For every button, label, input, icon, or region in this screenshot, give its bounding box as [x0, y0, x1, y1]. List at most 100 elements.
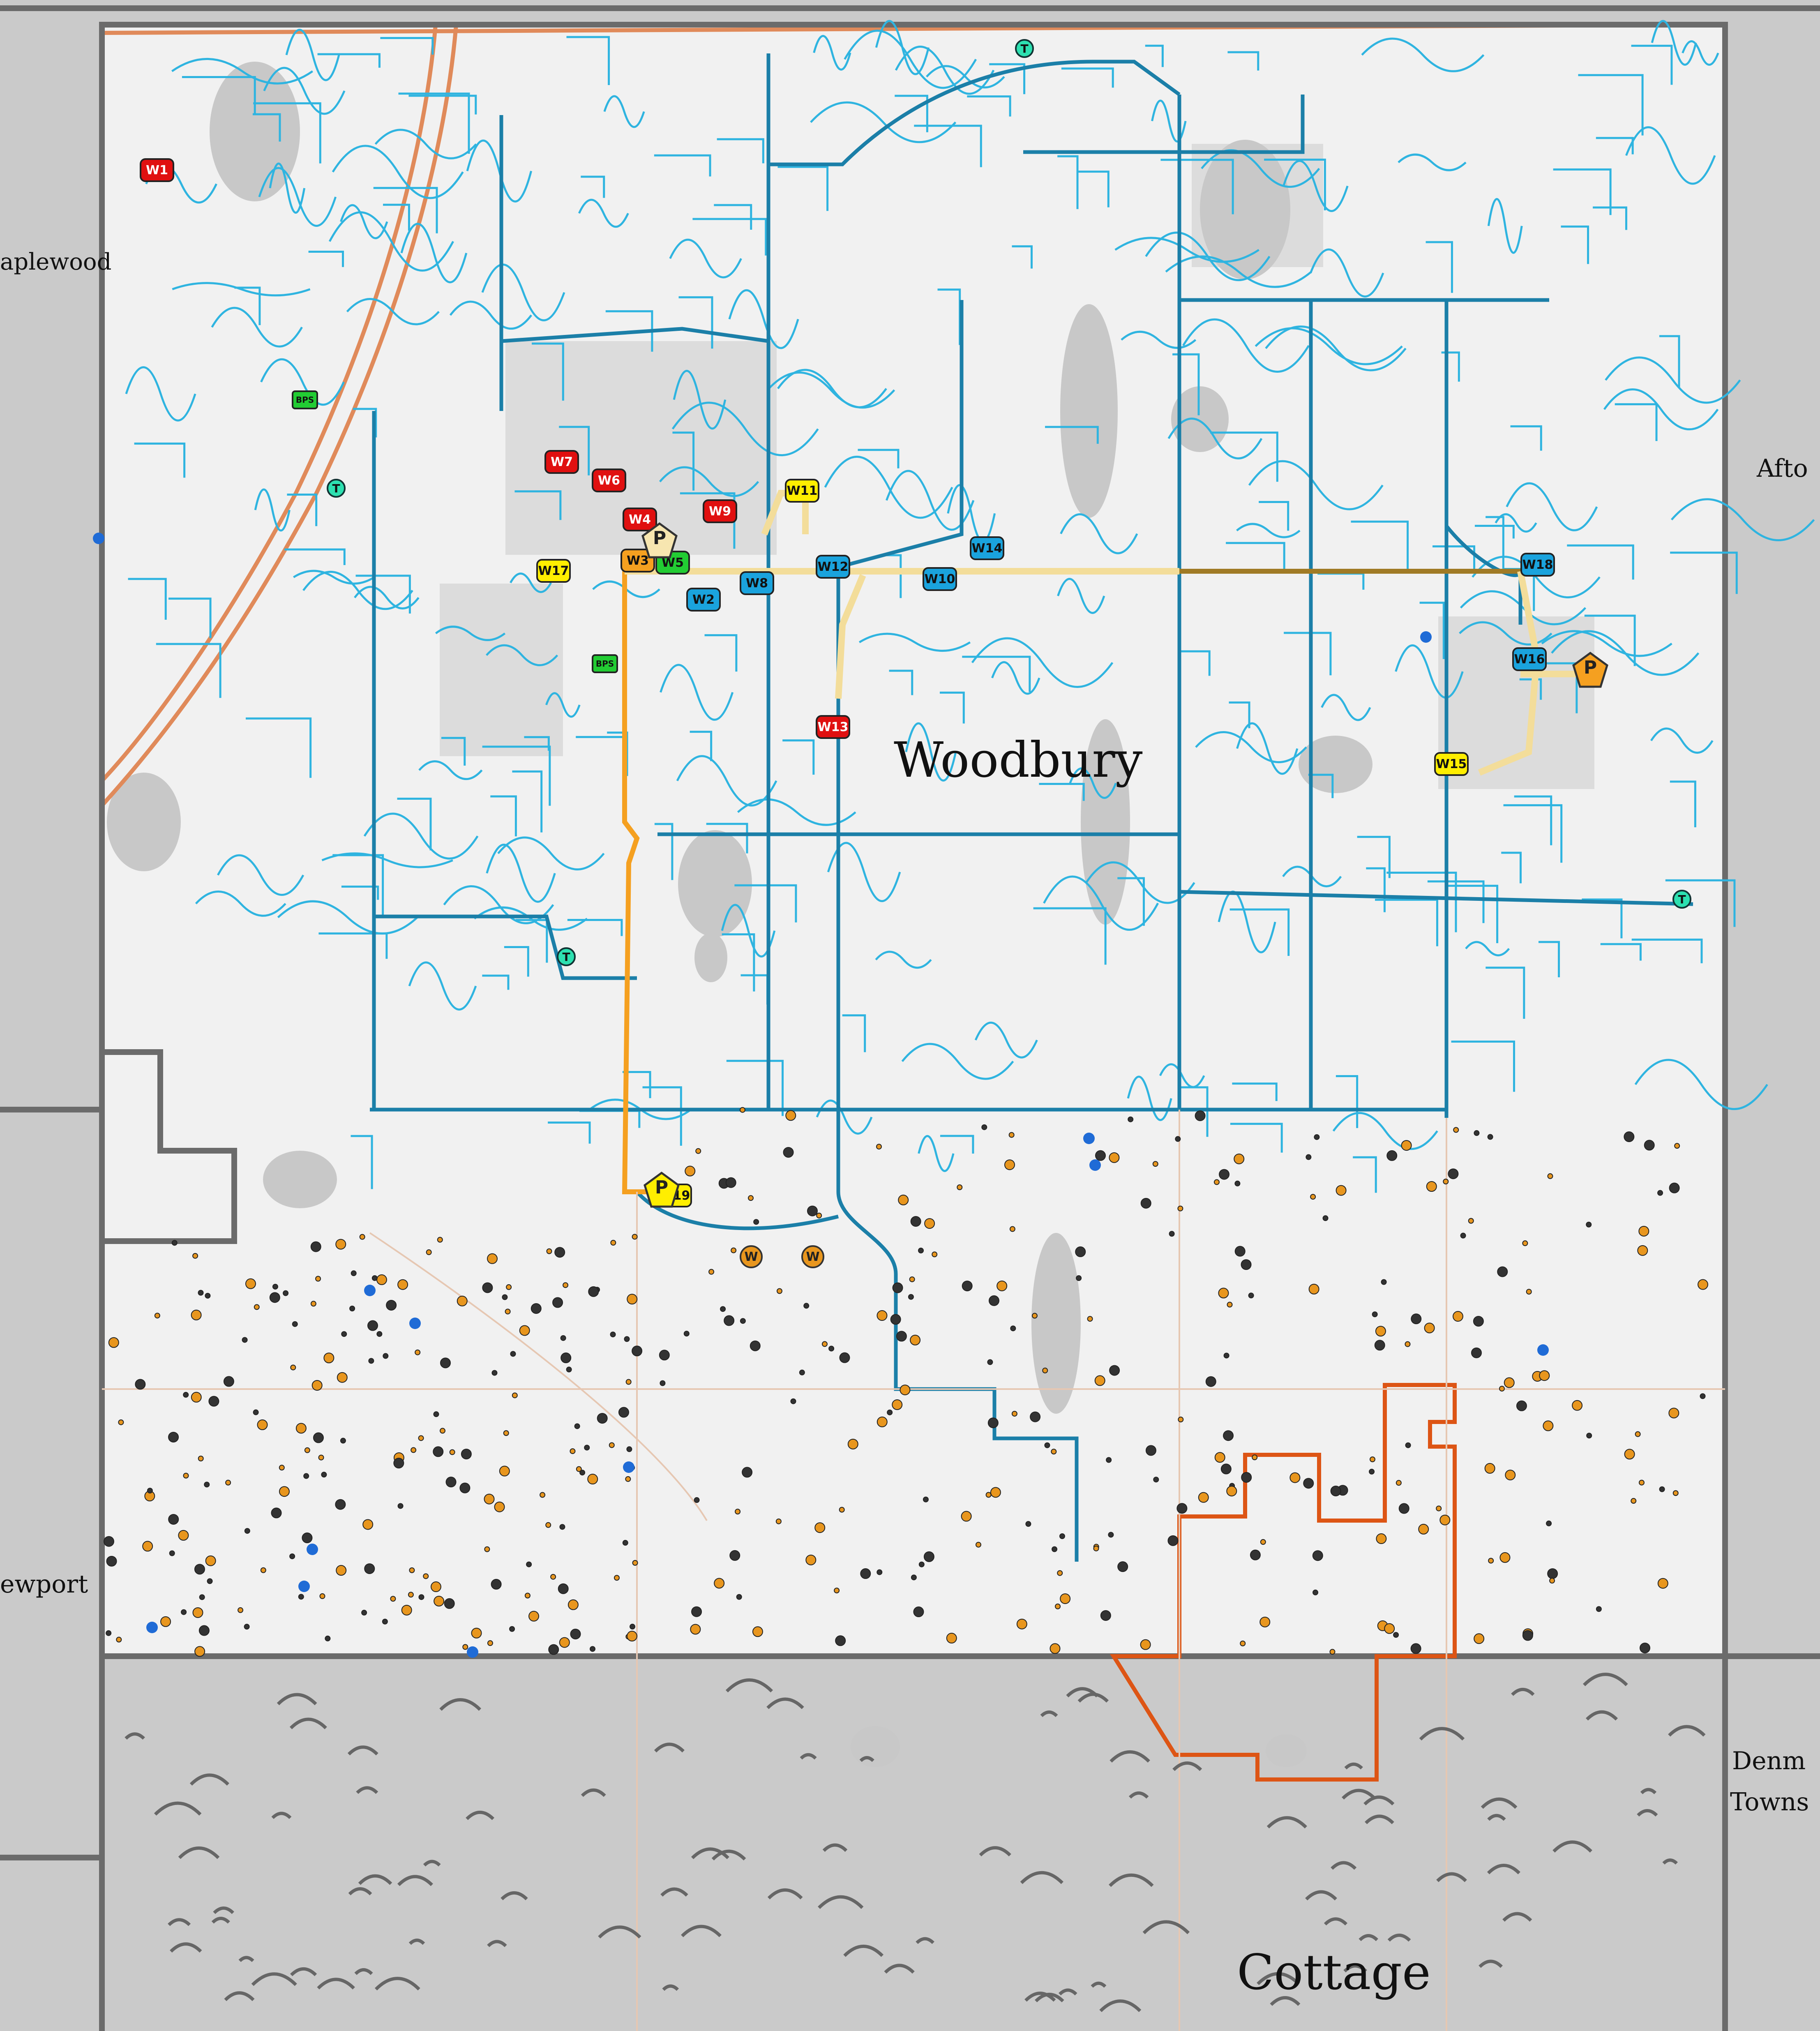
- private-well-dot: [383, 1353, 389, 1359]
- private-well-dot: [1372, 1311, 1378, 1318]
- private-well-dot: [834, 1588, 840, 1594]
- water-main-segment: [1459, 621, 1552, 646]
- well-marker-w13[interactable]: W13: [816, 715, 850, 739]
- well-marker-w9[interactable]: W9: [703, 499, 737, 523]
- private-well-dot: [1393, 1632, 1399, 1638]
- well-marker-w4[interactable]: W4: [623, 508, 657, 531]
- private-well-dot: [1057, 1570, 1063, 1576]
- private-well-dot: [1405, 1442, 1411, 1448]
- private-well-dot: [198, 1455, 204, 1461]
- well-marker-w17[interactable]: W17: [536, 559, 571, 583]
- observation-well-dot: [1420, 631, 1432, 643]
- booster-station-icon[interactable]: BPS: [592, 654, 618, 673]
- water-main-segment: [1519, 678, 1542, 700]
- water-main-segment: [485, 644, 558, 666]
- residential-street: [356, 1786, 378, 1794]
- water-main-segment: [706, 823, 748, 854]
- residential-street: [598, 1925, 641, 1939]
- lake: [1200, 140, 1290, 279]
- well-marker-w12[interactable]: W12: [816, 555, 850, 579]
- private-well-dot: [1473, 1316, 1484, 1327]
- private-well-dot: [587, 1474, 598, 1485]
- well-marker-w8[interactable]: W8: [740, 571, 774, 595]
- water-main-segment: [714, 204, 752, 230]
- water-main-segment: [1670, 780, 1696, 828]
- well-marker-w7[interactable]: W7: [544, 450, 579, 474]
- south-residential: [125, 1673, 1706, 2013]
- private-well-dot: [1674, 1143, 1680, 1149]
- well-marker-w1[interactable]: W1: [140, 158, 174, 182]
- residential-street: [1552, 1840, 1592, 1853]
- private-well-dot: [238, 1607, 244, 1613]
- booster-station-icon[interactable]: BPS: [292, 390, 318, 409]
- private-well-dot: [923, 1496, 929, 1502]
- well-marker-w14[interactable]: W14: [970, 536, 1004, 560]
- private-well-dot: [1504, 1377, 1515, 1388]
- residential-street: [290, 1967, 317, 1976]
- water-main-segment: [252, 113, 281, 142]
- residential-street: [317, 1978, 355, 1989]
- private-well-dot: [208, 1396, 219, 1407]
- well-marker-w10[interactable]: W10: [923, 567, 957, 591]
- water-main-segment: [1229, 701, 1250, 729]
- water-main-segment: [777, 369, 887, 409]
- private-well-dot: [1644, 1140, 1655, 1151]
- residential-street: [408, 1939, 425, 1945]
- water-tower-icon[interactable]: T: [1015, 39, 1034, 58]
- well-marker-w18[interactable]: W18: [1520, 553, 1555, 577]
- private-well-dot: [368, 1358, 374, 1364]
- water-main-segment: [1061, 67, 1114, 88]
- pump-station-icon[interactable]: P: [641, 522, 678, 559]
- well-marker-w6[interactable]: W6: [592, 469, 626, 492]
- private-well-dot: [390, 1596, 396, 1602]
- private-well-dot: [1499, 1552, 1511, 1563]
- lake: [678, 830, 752, 937]
- water-main-segment: [1180, 1086, 1209, 1137]
- well-symbol-icon[interactable]: W: [801, 1245, 824, 1268]
- private-well-dot: [683, 1331, 690, 1337]
- private-well-dot: [632, 1346, 643, 1357]
- private-well-dot: [752, 1626, 763, 1637]
- pump-station-icon[interactable]: P: [643, 1171, 680, 1208]
- private-well-dot: [1700, 1393, 1706, 1399]
- water-tower-icon[interactable]: T: [1672, 890, 1691, 909]
- private-well-dot: [1637, 1245, 1648, 1256]
- well-marker-w15[interactable]: W15: [1434, 752, 1469, 776]
- private-well-dot: [1638, 1479, 1645, 1486]
- private-well-dot: [747, 1195, 754, 1201]
- private-well-dot: [1657, 1578, 1668, 1589]
- residential-street: [1662, 1858, 1678, 1865]
- water-tower-icon[interactable]: T: [557, 947, 576, 966]
- water-main-segment: [269, 162, 306, 214]
- private-well-dot: [753, 1219, 759, 1225]
- orange-route: [622, 571, 649, 1194]
- private-well-dot: [325, 1635, 331, 1641]
- water-main-segment: [989, 63, 1026, 95]
- well-symbol-icon[interactable]: W: [740, 1245, 763, 1268]
- residential-street: [251, 1972, 297, 1986]
- private-well-dot: [168, 1431, 179, 1442]
- private-well-dot: [1004, 1159, 1015, 1170]
- water-main-segment: [692, 218, 767, 256]
- private-well-dot: [1638, 1226, 1649, 1237]
- well-marker-w16[interactable]: W16: [1512, 647, 1547, 671]
- private-well-dot: [627, 1294, 638, 1305]
- residential-street: [1511, 1688, 1535, 1696]
- private-well-dot: [860, 1568, 871, 1579]
- lake: [1060, 304, 1118, 518]
- water-tower-icon[interactable]: T: [327, 479, 346, 498]
- private-well-dot: [659, 1350, 670, 1361]
- pump-station-icon[interactable]: P: [1572, 651, 1609, 688]
- water-main-segment: [1229, 908, 1290, 956]
- private-well-dot: [610, 1332, 616, 1338]
- private-well-dot: [254, 1304, 260, 1310]
- private-well-dot: [1223, 1430, 1234, 1441]
- well-marker-w2[interactable]: W2: [686, 588, 721, 612]
- private-well-dot: [1087, 1316, 1093, 1322]
- private-well-dot: [708, 1269, 715, 1275]
- private-well-dot: [242, 1337, 248, 1343]
- water-main-segment: [1670, 552, 1738, 594]
- residential-street: [1364, 1814, 1394, 1824]
- well-marker-w11[interactable]: W11: [785, 479, 819, 503]
